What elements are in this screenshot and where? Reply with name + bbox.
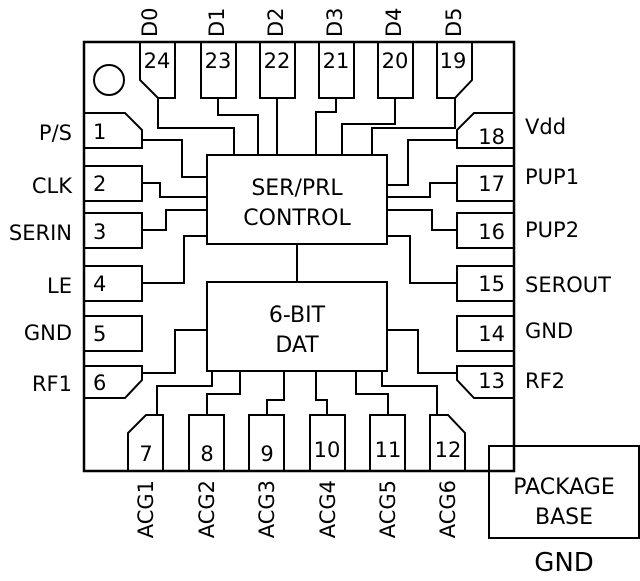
pin-number: 15 bbox=[478, 272, 505, 296]
pin-label-vdd: Vdd bbox=[525, 115, 566, 139]
package-base-label-1: PACKAGE bbox=[513, 475, 615, 500]
pin-15: 15 SEROUT bbox=[456, 265, 611, 302]
pin-number: 4 bbox=[93, 272, 106, 296]
pin-label-acg3: ACG3 bbox=[255, 480, 279, 538]
pin-number: 12 bbox=[435, 438, 462, 462]
pin-10: 10 ACG4 bbox=[309, 414, 346, 538]
pin-label-d5: D5 bbox=[442, 7, 466, 37]
pin-label-d1: D1 bbox=[205, 7, 229, 37]
pin-12: 12 ACG6 bbox=[429, 414, 466, 538]
pin-label-d3: D3 bbox=[323, 7, 347, 37]
pin-number: 22 bbox=[264, 49, 291, 73]
pin-13: 13 RF2 bbox=[456, 365, 565, 399]
pin-4: 4 LE bbox=[47, 265, 143, 302]
pin-label-p-s: P/S bbox=[39, 121, 72, 145]
pin-label-rf1: RF1 bbox=[32, 372, 72, 396]
pin-number: 20 bbox=[382, 49, 409, 73]
package-base-box bbox=[488, 445, 640, 539]
pin-number: 13 bbox=[478, 369, 505, 393]
pin-number: 24 bbox=[144, 49, 171, 73]
pin-label-pup2: PUP2 bbox=[525, 218, 579, 242]
pin-5: 5 GND bbox=[24, 315, 143, 352]
package-outline bbox=[82, 40, 516, 473]
pin-number: 19 bbox=[440, 49, 467, 73]
control-block-label-2: CONTROL bbox=[243, 206, 351, 231]
pin-number: 18 bbox=[478, 125, 505, 149]
pin-label-clk: CLK bbox=[32, 174, 73, 198]
pin-number: 7 bbox=[139, 442, 152, 466]
dat-block-label-2: DAT bbox=[275, 333, 319, 358]
package-base-label-2: BASE bbox=[535, 505, 593, 530]
pin1-indicator-dot bbox=[93, 64, 125, 96]
pin-number: 9 bbox=[260, 442, 273, 466]
pin-label-acg5: ACG5 bbox=[376, 480, 400, 538]
package-base-gnd-label: GND bbox=[534, 548, 594, 578]
pin-9: 9 ACG3 bbox=[248, 414, 285, 538]
pin-20: 20 D4 bbox=[377, 7, 414, 99]
pin-label-acg2: ACG2 bbox=[195, 480, 219, 538]
pin-number: 8 bbox=[200, 442, 213, 466]
pin-7: 7 ACG1 bbox=[127, 414, 164, 538]
pin-8: 8 ACG2 bbox=[188, 414, 225, 538]
pin-number: 1 bbox=[93, 120, 106, 144]
pin-number: 21 bbox=[323, 49, 350, 73]
pin-label-acg4: ACG4 bbox=[316, 480, 340, 538]
pin-6: 6 RF1 bbox=[32, 365, 143, 399]
pin-label-rf2: RF2 bbox=[525, 369, 565, 393]
pin-number: 10 bbox=[314, 438, 341, 462]
pin-number: 2 bbox=[93, 172, 106, 196]
pin-14: 14 GND bbox=[456, 315, 573, 352]
pin-number: 6 bbox=[93, 371, 106, 395]
pin-label-gnd-left: GND bbox=[24, 321, 72, 345]
pin-number: 5 bbox=[93, 322, 106, 346]
pin-label-le: LE bbox=[47, 274, 72, 298]
pin-number: 17 bbox=[478, 172, 505, 196]
pin-number: 14 bbox=[478, 322, 505, 346]
dat-block-label-1: 6-BIT bbox=[269, 303, 326, 328]
pin-label-d0: D0 bbox=[138, 7, 162, 37]
pin-number: 3 bbox=[93, 220, 106, 244]
pin-label-acg6: ACG6 bbox=[436, 480, 460, 538]
pin-label-d4: D4 bbox=[382, 7, 406, 37]
pin-label-serout: SEROUT bbox=[525, 273, 611, 297]
pin-number: 11 bbox=[375, 438, 402, 462]
pin-3: 3 SERIN bbox=[9, 212, 143, 249]
pin-18: 18 Vdd bbox=[456, 112, 566, 149]
pin-23: 23 D1 bbox=[200, 7, 237, 99]
pin-number: 23 bbox=[205, 49, 232, 73]
pin-22: 22 D2 bbox=[259, 7, 296, 99]
pin-label-serin: SERIN bbox=[9, 221, 72, 245]
pin-label-acg1: ACG1 bbox=[134, 480, 158, 538]
control-block-label-1: SER/PRL bbox=[251, 176, 343, 201]
pin-1: 1 P/S bbox=[39, 112, 143, 149]
pin-label-pup1: PUP1 bbox=[525, 165, 579, 189]
pin-number: 16 bbox=[478, 220, 505, 244]
pin-label-gnd-right: GND bbox=[525, 319, 573, 343]
internal-traces bbox=[142, 98, 457, 415]
pin-label-d2: D2 bbox=[264, 7, 288, 37]
